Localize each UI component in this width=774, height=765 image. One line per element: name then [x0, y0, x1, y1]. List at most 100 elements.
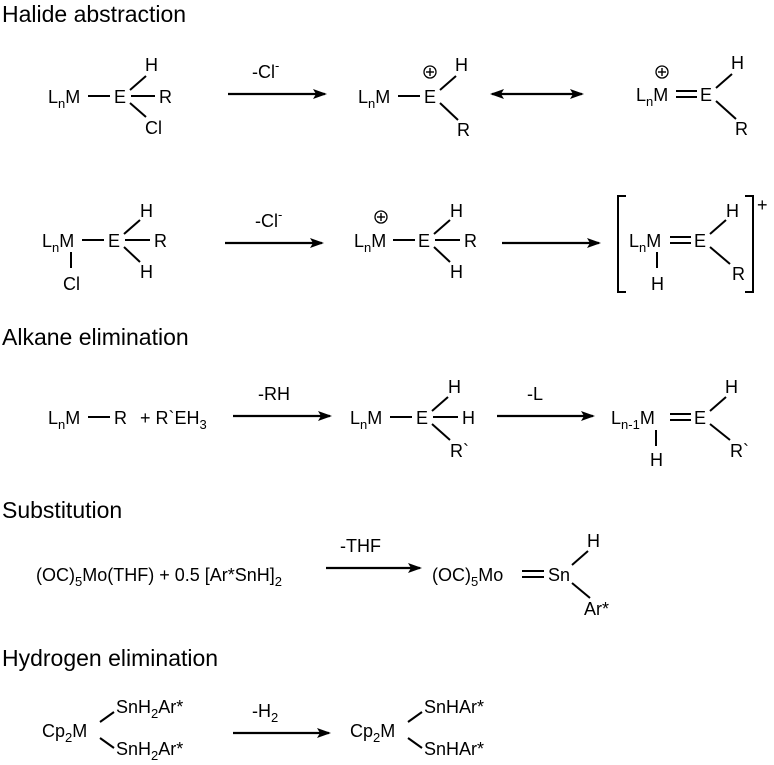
atom-E: E: [108, 231, 120, 251]
bond: [439, 75, 457, 91]
row1-reactant: LnM E H R Cl: [48, 55, 172, 138]
bond: [433, 219, 451, 235]
atom-R: R: [159, 87, 172, 107]
bond: [709, 423, 731, 441]
atom-H: H: [145, 55, 158, 75]
bond: [123, 219, 141, 235]
atom-L: LnM: [350, 408, 382, 432]
atom-H: H: [462, 408, 475, 428]
positive-charge-icon: [655, 65, 669, 79]
atom-R-prime: R`: [730, 441, 749, 461]
atom-H: H: [448, 377, 461, 397]
atom-L: LnM: [48, 87, 80, 111]
bond: [407, 711, 423, 723]
condition-minus-cl: -Cl-: [255, 207, 282, 231]
left-bracket: [617, 195, 626, 293]
row5-product: Cp2M SnHAr* SnHAr*: [350, 697, 484, 759]
bond: [715, 73, 733, 89]
snhar-top: SnHAr*: [424, 697, 484, 717]
bond: [99, 711, 115, 723]
section-title-substitution: Substitution: [2, 497, 122, 523]
bond: [431, 396, 449, 412]
bond: [709, 219, 727, 235]
atom-L: LnM: [636, 85, 668, 109]
atom-E: E: [700, 85, 712, 105]
atom-L: LnM: [358, 87, 390, 111]
atom-H: H: [651, 274, 664, 294]
bond: [715, 100, 737, 120]
atom-L: LnM: [42, 231, 74, 255]
bond: [571, 550, 589, 566]
atom-Cl: Cl: [145, 118, 162, 138]
atom-L: LnM: [354, 231, 386, 255]
cp2m-fragment: Cp2M: [350, 721, 395, 745]
substitution-product: (OC)5Mo Sn H Ar*: [432, 531, 609, 619]
atom-Cl: Cl: [63, 274, 80, 294]
atom-H: H: [140, 201, 153, 221]
atom-E: E: [418, 231, 430, 251]
atom-L: Ln-1M: [611, 408, 655, 432]
bond: [123, 246, 141, 263]
section-title-halide-abstraction: Halide abstraction: [2, 1, 186, 27]
condition-minus-h2: -H2: [252, 701, 278, 725]
atom-R: R: [457, 120, 470, 140]
substitution-reactants: (OC)5Mo(THF) + 0.5 [Ar*SnH]2: [36, 565, 282, 589]
atom-E: E: [694, 231, 706, 251]
atom-R: R: [735, 119, 748, 139]
atom-H: H: [450, 201, 463, 221]
atom-E: E: [114, 87, 126, 107]
row5-reactant: Cp2M SnH2Ar* SnH2Ar*: [42, 697, 183, 763]
positive-charge-icon: [374, 210, 388, 224]
condition-minus-l: -L: [527, 384, 543, 404]
row2-product: + LnM H E H R: [617, 195, 768, 294]
atom-E: E: [694, 408, 706, 428]
atom-H: H: [725, 377, 738, 397]
atom-H: H: [587, 531, 600, 551]
atom-H: H: [450, 262, 463, 282]
reagent-REH3: + R`EH3: [140, 408, 207, 432]
row1-product-b: LnM E H R: [636, 53, 748, 139]
bond: [709, 396, 727, 412]
positive-charge-icon: [423, 65, 437, 79]
row3-product: Ln-1M H E H R`: [611, 377, 749, 470]
atom-R: R: [464, 231, 477, 251]
atom-H: H: [650, 450, 663, 470]
bond: [439, 102, 459, 121]
bond: [129, 75, 147, 91]
condition-minus-cl: -Cl-: [252, 58, 279, 82]
group-Ar-star: Ar*: [584, 599, 609, 619]
section-title-alkane-elimination: Alkane elimination: [2, 324, 189, 350]
atom-H: H: [731, 53, 744, 73]
row2-reactant: LnM Cl E H R H: [42, 201, 167, 294]
atom-E: E: [416, 408, 428, 428]
atom-Sn: Sn: [548, 565, 570, 585]
snh2ar-top: SnH2Ar*: [116, 697, 183, 721]
bond: [433, 246, 451, 263]
snh2ar-bottom: SnH2Ar*: [116, 739, 183, 763]
bond: [407, 737, 423, 749]
atom-R-prime: R`: [450, 441, 469, 461]
cp2m-fragment: Cp2M: [42, 721, 87, 745]
condition-minus-thf: -THF: [340, 536, 381, 556]
bond: [99, 737, 115, 749]
overall-positive-charge: +: [757, 195, 768, 215]
bond: [571, 582, 591, 599]
atom-R: R: [154, 231, 167, 251]
atom-H: H: [455, 55, 468, 75]
condition-minus-rh: -RH: [258, 384, 290, 404]
section-title-hydrogen-elimination: Hydrogen elimination: [2, 645, 218, 671]
row3-intermediate: LnM E H H R`: [350, 377, 475, 461]
bond: [709, 246, 731, 265]
right-bracket: [745, 195, 754, 293]
atom-H: H: [140, 262, 153, 282]
snhar-bottom: SnHAr*: [424, 739, 484, 759]
mo-fragment: (OC)5Mo: [432, 565, 503, 589]
bond: [431, 423, 451, 441]
bond: [129, 102, 147, 118]
row2-intermediate: LnM E H R H: [354, 201, 477, 282]
atom-H: H: [726, 201, 739, 221]
atom-L: LnM: [629, 231, 661, 255]
row1-product-a: LnM E H R: [358, 55, 470, 140]
atom-R: R: [732, 264, 745, 284]
